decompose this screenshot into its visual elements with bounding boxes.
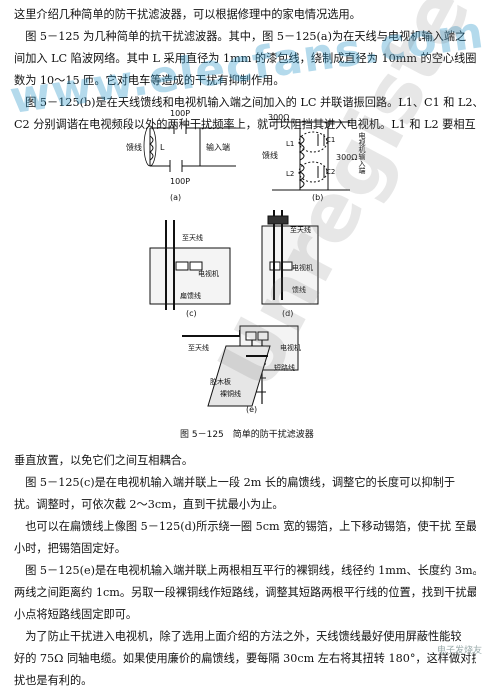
figure-e	[182, 325, 299, 407]
text-line: 扰也是有利的。	[14, 674, 93, 687]
text-line: 图 5－125(b)是在天线馈线和电视机输入端之间加入的 LC 并联谐振回路。L…	[14, 96, 476, 109]
label-C2-b: C2	[326, 168, 335, 176]
paragraph-intro: 这里介绍几种简单的防干扰滤波器，可以根据修理中的家电情况选用。 图 5－125 …	[14, 4, 476, 136]
text-line: 也可以在扁馈线上像图 5－125(d)所示绕一圈 5cm 宽的锡箔，上下移动锡箔…	[14, 520, 476, 533]
text-line: 数为 10～15 匝。它对电车等造成的干扰有抑制作用。	[14, 74, 285, 87]
caption-b: (b)	[312, 193, 323, 202]
caption-c: (c)	[186, 309, 197, 318]
label-feeder-a: 馈线	[126, 142, 142, 152]
label-tv-d: 电视机	[292, 263, 313, 272]
logo-text: 电子发烧友	[436, 646, 482, 656]
label-cap1-a: 100P	[170, 109, 190, 118]
text-line: C2 分别调谐在电视频段以外的两种干扰频率上，就可以阻挡其进入电视机。L1 和 …	[14, 118, 476, 131]
figure-a	[143, 122, 236, 172]
label-C1-b: C1	[326, 136, 335, 144]
text-line: 好的 75Ω 同轴电缆。如果使用廉价的扁馈线，要每隔 30cm 左右将其扭转 1…	[14, 652, 476, 665]
label-ant-c: 至天线	[182, 233, 203, 242]
label-wire-e: 裸铜线	[220, 389, 241, 398]
label-L2-b: L2	[286, 170, 294, 178]
figure-title: 图 5－125 简单的防干扰滤波器	[180, 428, 314, 440]
label-tv-e: 电视机	[280, 343, 301, 352]
text-line: 两线之间距离约 1cm。另取一段裸铜线作短路线，调整其短路两根平行线的位置，找到…	[14, 586, 476, 599]
text-line: 小点将短路线固定即可。	[14, 608, 138, 621]
figure-b	[272, 121, 350, 191]
label-feeder-b: 馈线	[262, 150, 278, 160]
label-rubber-e: 胶木板	[210, 377, 231, 386]
caption-a: (a)	[170, 193, 181, 202]
label-tv-c: 电视机	[198, 269, 219, 278]
text-line: 图 5－125(e)是在电视机输入端并联上两根相互平行的裸铜线，线径约 1mm、…	[14, 564, 476, 577]
figure-d	[261, 210, 319, 305]
text-line: 垂直放置，以免它们之间互相耦合。	[14, 454, 194, 467]
label-cap2-a: 100P	[170, 177, 190, 186]
label-300b-b: 300Ω	[336, 153, 357, 162]
label-feeder-d: 馈线	[292, 285, 306, 294]
text-line: 图 5－125(c)是在电视机输入端并联上一段 2m 长的扁馈线，调整它的长度可…	[14, 476, 456, 489]
label-ant-e: 至天线	[188, 343, 209, 352]
caption-e: (e)	[246, 405, 257, 414]
label-tv-b: 电视机输入端	[358, 131, 366, 175]
text-line: 图 5－125 为几种简单的抗干扰滤波器。其中，图 5－125(a)为在天线与电…	[14, 30, 467, 43]
label-short-e: 短路线	[274, 363, 295, 372]
figure-5-125: 馈线 100P 100P L 输入端 (a) 300Ω 300Ω 馈线 C1 C…	[126, 109, 366, 440]
text-line: 这里介绍几种简单的防干扰滤波器，可以根据修理中的家电情况选用。	[14, 8, 361, 21]
text-line: 间加入 LC 陷波网络。其中 L 采用直径为 1mm 的漆包线，绕制成直径为 1…	[14, 52, 476, 65]
figure-c	[149, 220, 231, 310]
label-feeder-c: 扁馈线	[180, 291, 201, 300]
paragraph-body: 垂直放置，以免它们之间互相耦合。 图 5－125(c)是在电视机输入端并联上一段…	[14, 450, 476, 692]
text-line: 小时，把锡箔固定好。	[14, 542, 126, 555]
label-ant-d: 至天线	[290, 225, 311, 234]
text-line: 扰。调整时，可依次截 2～3cm，直到干扰最小为止。	[14, 498, 284, 511]
caption-d: (d)	[282, 309, 293, 318]
label-L-a: L	[160, 143, 165, 152]
label-input-a: 输入端	[206, 142, 230, 152]
label-L1-b: L1	[286, 140, 294, 148]
label-300a-b: 300Ω	[268, 113, 289, 122]
text-line: 为了防止干扰进入电视机，除了选用上面介绍的方法之外，天线馈线最好使用屏蔽性能较	[14, 630, 462, 643]
